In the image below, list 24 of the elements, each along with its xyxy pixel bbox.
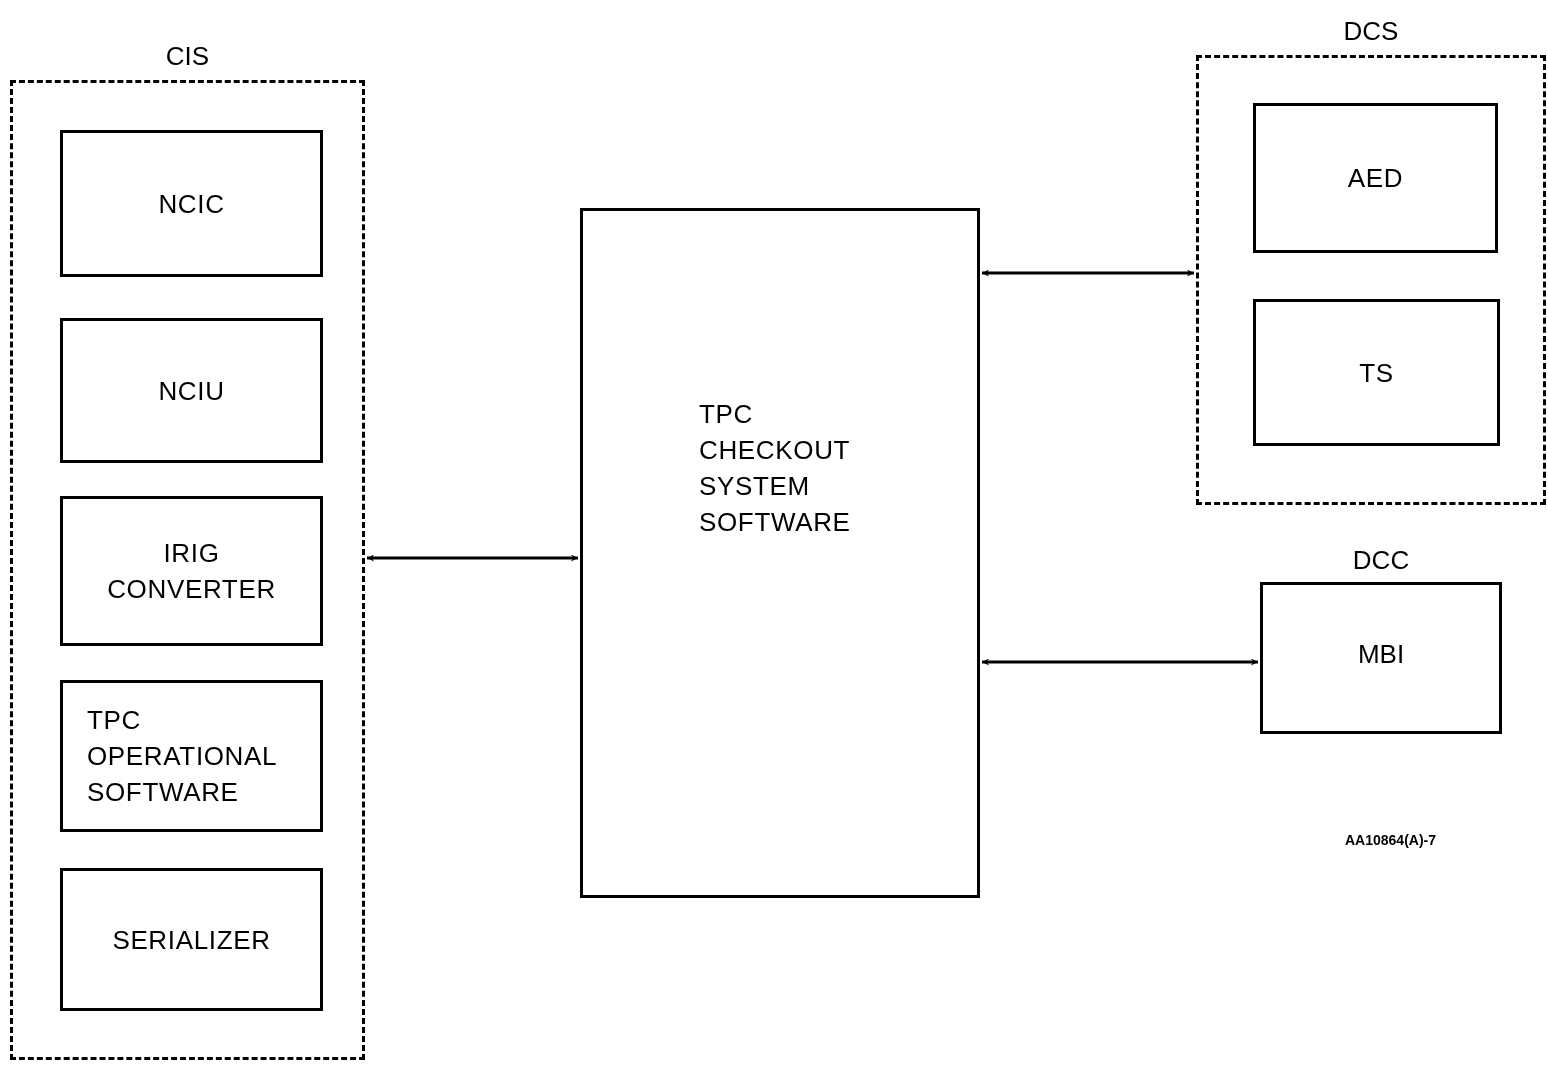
- box-label: NCIU: [157, 374, 226, 408]
- component-box: [60, 496, 323, 646]
- double-arrow: [982, 269, 1194, 277]
- box-label: MBI: [1357, 637, 1405, 671]
- component-box: [1253, 103, 1498, 253]
- component-box: [580, 208, 980, 898]
- box-heading: DCC: [1352, 544, 1410, 577]
- component-box: [1253, 299, 1500, 446]
- double-arrow: [367, 554, 578, 562]
- component-box: [60, 318, 323, 463]
- box-label: TPC OPERATIONAL SOFTWARE: [87, 704, 278, 809]
- component-box: [60, 868, 323, 1011]
- group-heading: CIS: [165, 40, 210, 73]
- box-label: TS: [1358, 356, 1395, 390]
- component-box: [60, 680, 323, 832]
- component-box: [60, 130, 323, 277]
- box-label: SERIALIZER: [111, 923, 272, 957]
- box-label: AED: [1346, 162, 1405, 195]
- box-label: TPC CHECKOUT SYSTEM SOFTWARE: [699, 398, 852, 539]
- drawing-number: AA10864(A)-7: [1345, 831, 1437, 850]
- box-label: NCIC: [157, 187, 226, 221]
- box-label: IRIG CONVERTER: [106, 537, 277, 606]
- group-heading: DCS: [1343, 15, 1399, 48]
- double-arrow: [982, 658, 1258, 666]
